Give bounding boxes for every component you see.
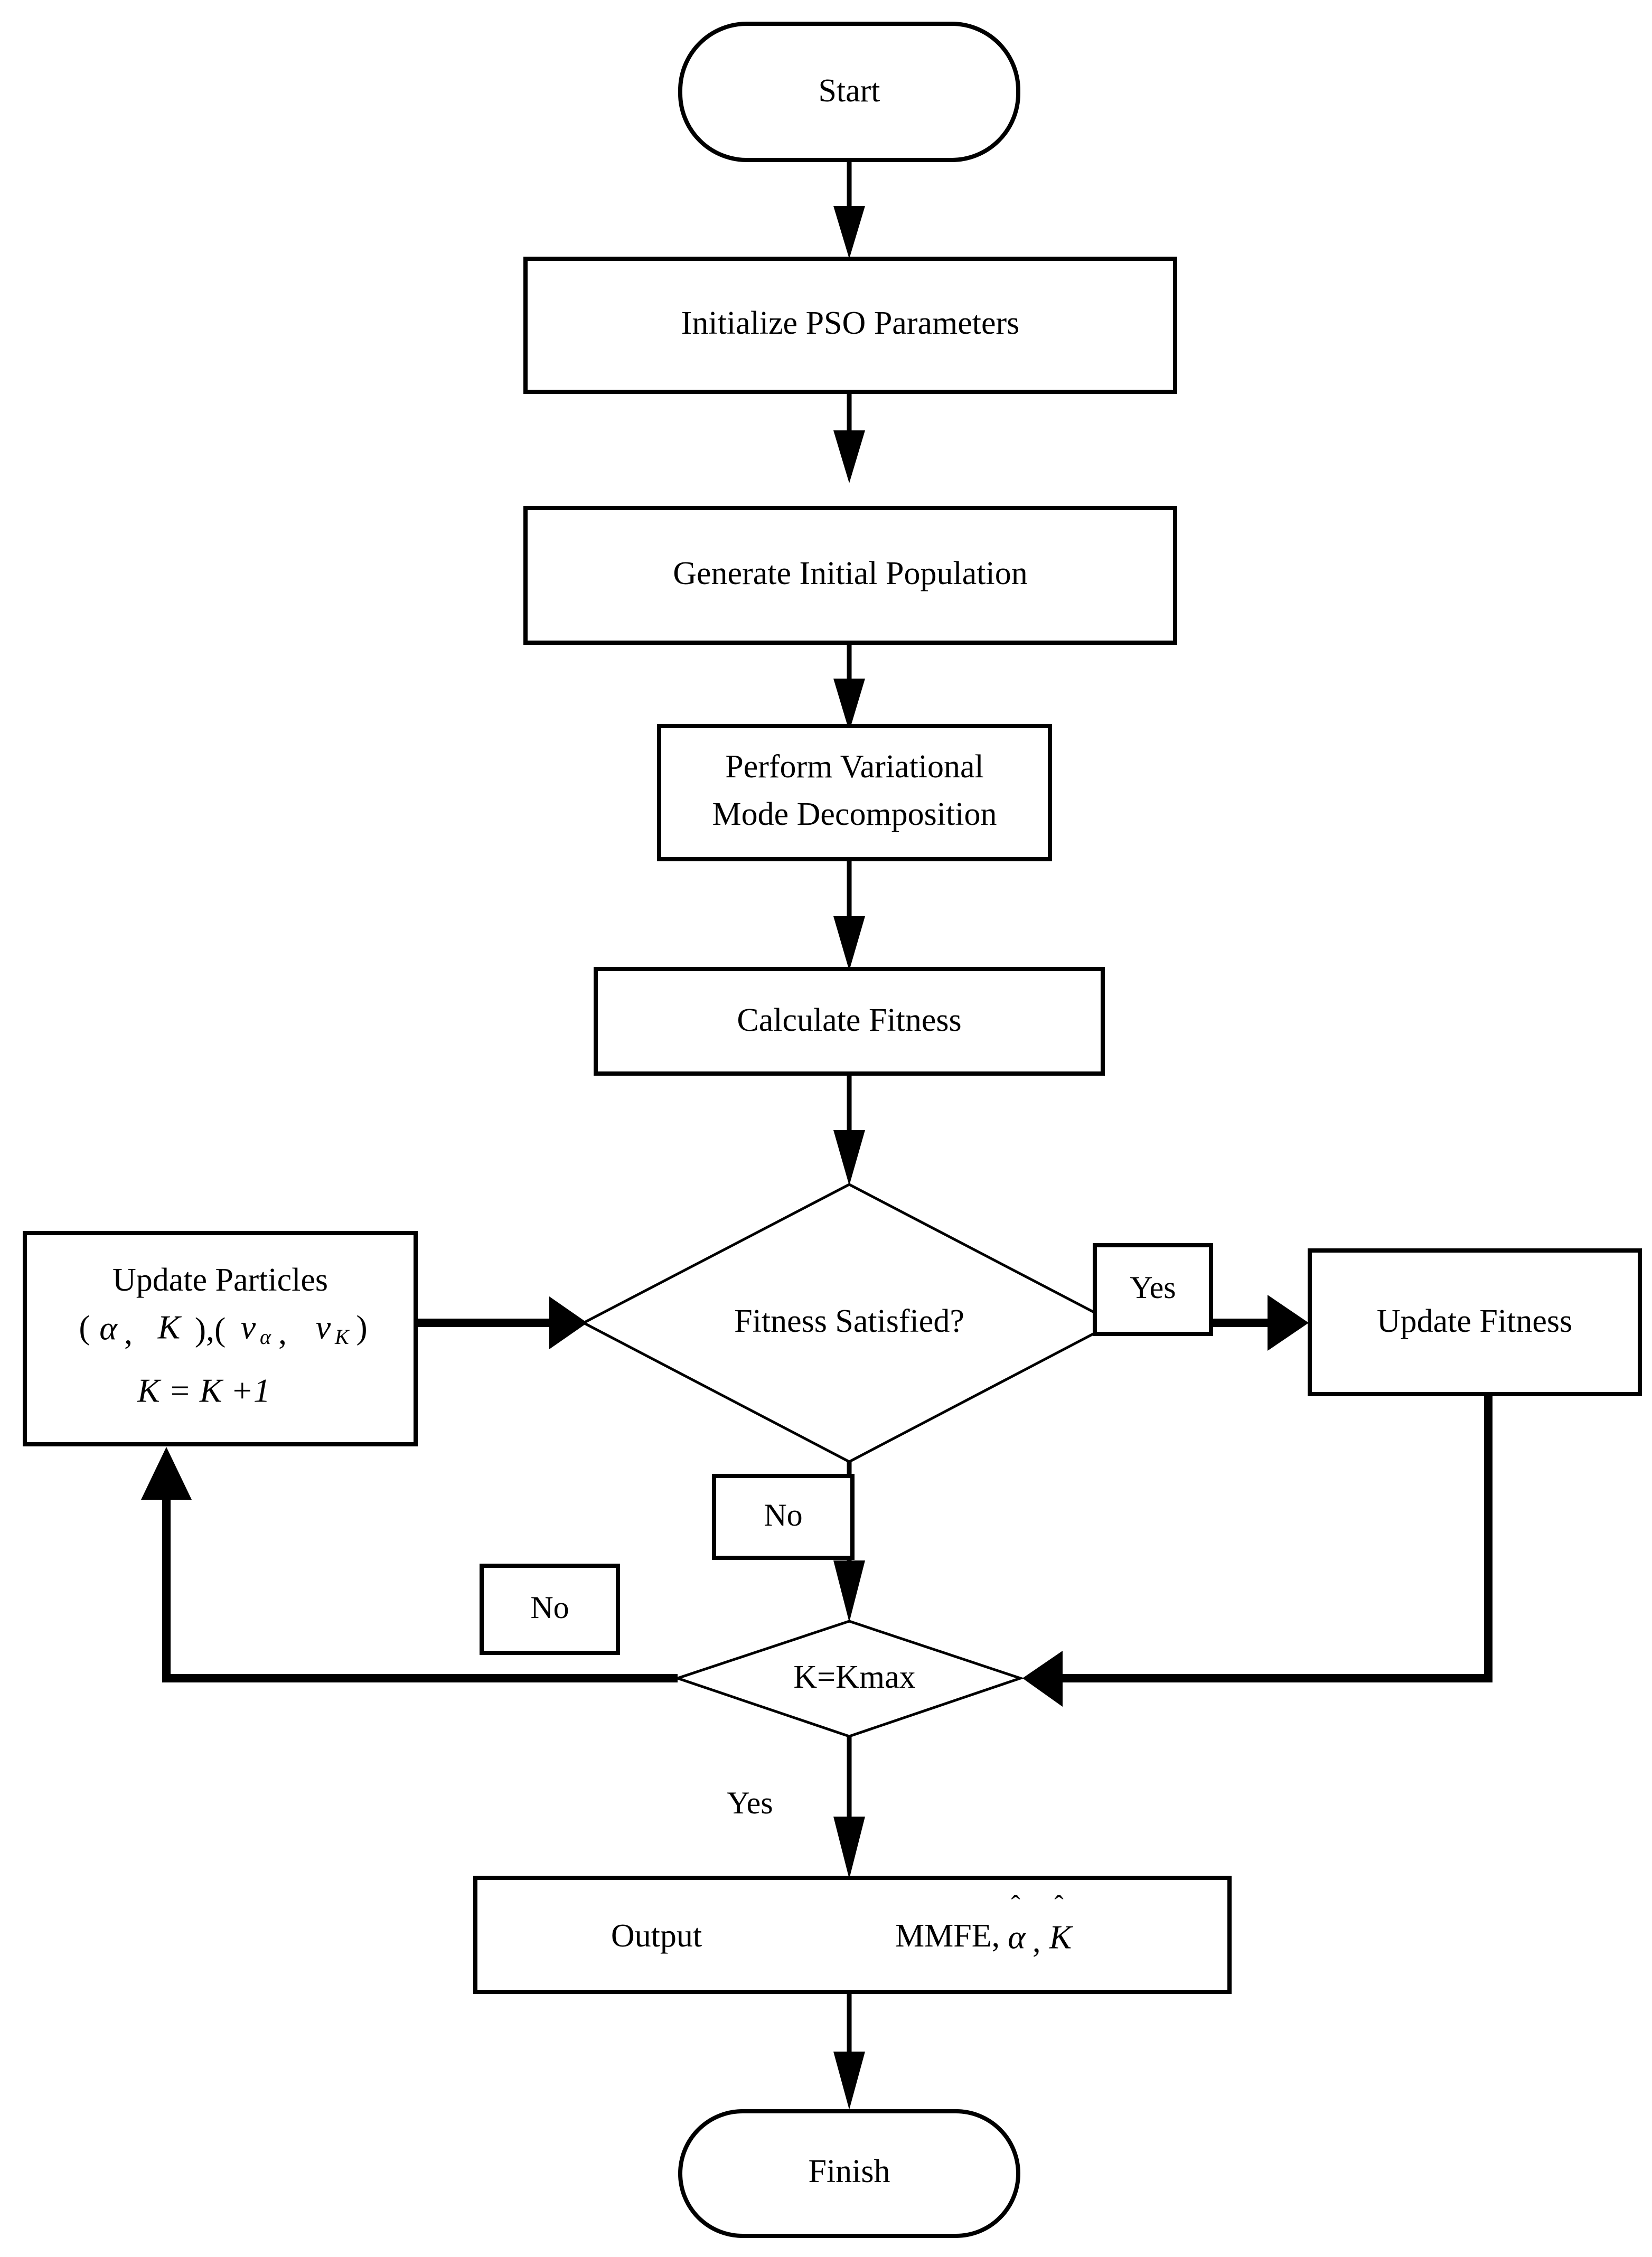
- edge-kmax-no-to-updateparticles: [141, 1447, 678, 1682]
- edge-label-no-kmax: No: [480, 1564, 620, 1655]
- alpha-symbol: α: [99, 1310, 118, 1347]
- edge-label-no-kmax-text: No: [530, 1590, 569, 1625]
- node-update-fitness[interactable]: Update Fitness: [1308, 1248, 1642, 1396]
- nu-subscript-k: K: [334, 1325, 350, 1349]
- comma-2: ,: [278, 1314, 287, 1351]
- node-perform-variational-mode-decomposition[interactable]: Perform Variational Mode Decomposition: [657, 724, 1052, 861]
- node-kmax-decision[interactable]: K=Kmax: [673, 1620, 1025, 1738]
- edge-init-to-genpop: [833, 391, 865, 483]
- node-calculate-fitness[interactable]: Calculate Fitness: [594, 967, 1105, 1076]
- hat-accent-k: ˆ: [1054, 1891, 1063, 1921]
- edge-label-yes-fitness-text: Yes: [1130, 1270, 1176, 1305]
- node-calculate-fitness-label: Calculate Fitness: [737, 1002, 961, 1038]
- edge-start-to-init: [833, 158, 865, 259]
- paren-close-2: ): [356, 1309, 367, 1346]
- node-output[interactable]: Output MMFE, ˆ α , ˆ K: [473, 1876, 1232, 1994]
- node-start[interactable]: Start: [678, 22, 1020, 162]
- output-alpha-symbol: α: [1008, 1919, 1026, 1956]
- edge-vmd-to-calcfitness: [833, 858, 865, 971]
- node-update-particles-line3: K = K +1: [137, 1372, 270, 1409]
- edge-label-no-fitness-text: No: [764, 1498, 802, 1532]
- edge-calcfitness-to-decision: [833, 1073, 865, 1186]
- node-fitness-satisfied-label: Fitness Satisfied?: [734, 1303, 964, 1339]
- node-initialize-pso-parameters-label: Initialize PSO Parameters: [681, 305, 1020, 341]
- node-update-particles-line2: ( α , K ),( ν α , ν K ): [79, 1309, 367, 1351]
- edge-updatefitness-to-kmax: [1022, 1394, 1493, 1707]
- node-fitness-satisfied-decision[interactable]: Fitness Satisfied?: [580, 1183, 1118, 1463]
- hat-accent-alpha: ˆ: [1011, 1891, 1020, 1921]
- node-finish-label: Finish: [808, 2153, 890, 2189]
- node-update-particles[interactable]: Update Particles ( α , K ),( ν α , ν K )…: [23, 1231, 418, 1446]
- edge-updateparticles-to-decision: [417, 1296, 587, 1349]
- edge-output-to-finish: [833, 1992, 865, 2110]
- nu-symbol-1: ν: [241, 1309, 256, 1346]
- node-vmd-label-line2: Mode Decomposition: [712, 796, 997, 832]
- paren-open-1: (: [79, 1309, 90, 1346]
- node-initialize-pso-parameters[interactable]: Initialize PSO Parameters: [523, 257, 1177, 394]
- node-vmd-label-line1: Perform Variational: [725, 749, 984, 785]
- edge-label-yes-fitness: Yes: [1093, 1243, 1213, 1336]
- node-kmax-decision-label: K=Kmax: [793, 1659, 915, 1695]
- node-output-label-right: MMFE, ˆ α , ˆ K: [895, 1891, 1074, 1959]
- edge-label-yes-kmax: Yes: [727, 1785, 773, 1820]
- edge-kmax-yes-to-output: [833, 1735, 865, 1879]
- paren-close-open: ),(: [195, 1311, 226, 1348]
- comma-1: ,: [124, 1314, 133, 1351]
- node-start-label: Start: [818, 73, 880, 109]
- node-generate-initial-population[interactable]: Generate Initial Population: [523, 506, 1177, 645]
- output-comma: ,: [1032, 1923, 1041, 1959]
- edge-label-no-fitness: No: [712, 1474, 855, 1560]
- node-update-particles-line1: Update Particles: [112, 1262, 328, 1298]
- nu-symbol-2: ν: [316, 1309, 331, 1346]
- nu-subscript-alpha: α: [260, 1325, 271, 1349]
- output-k-symbol: K: [1049, 1919, 1074, 1956]
- k-symbol: K: [157, 1309, 182, 1346]
- output-mmfe-prefix: MMFE,: [895, 1918, 1000, 1954]
- node-finish[interactable]: Finish: [678, 2109, 1020, 2238]
- edge-genpop-to-vmd: [833, 642, 865, 731]
- node-generate-initial-population-label: Generate Initial Population: [673, 556, 1027, 591]
- node-update-fitness-label: Update Fitness: [1377, 1303, 1572, 1339]
- node-output-label-left: Output: [611, 1918, 702, 1954]
